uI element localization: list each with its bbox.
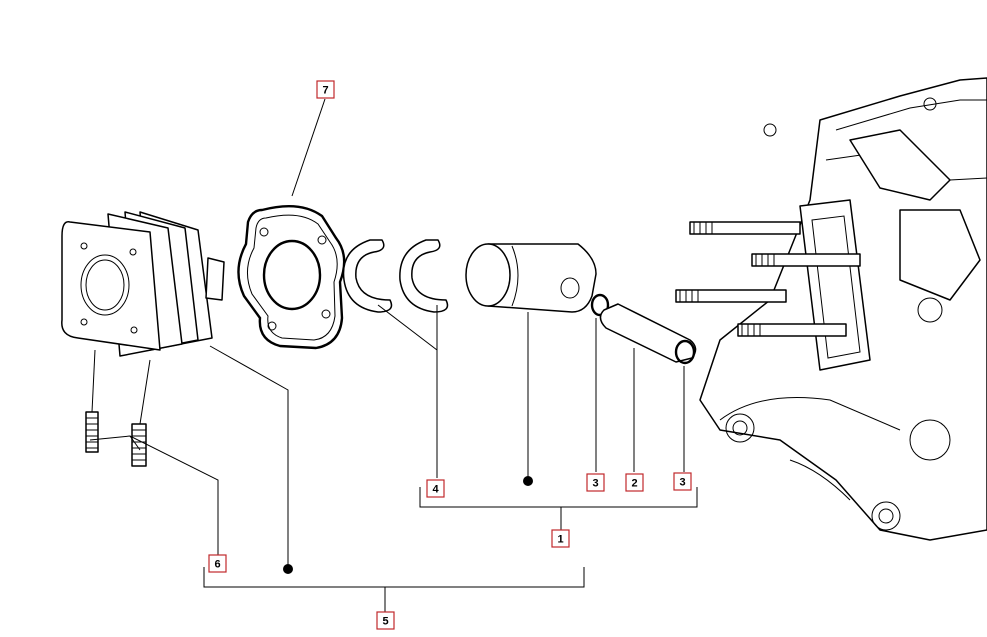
piston bbox=[465, 243, 597, 313]
cylinder bbox=[61, 211, 225, 357]
callout-2: 2 bbox=[625, 473, 644, 492]
callout-7: 7 bbox=[316, 80, 335, 99]
callout-4-label: 4 bbox=[432, 484, 439, 496]
crankcase-studs bbox=[675, 221, 861, 337]
callout-5: 5 bbox=[376, 611, 395, 630]
piston-pin-and-clips bbox=[590, 293, 697, 365]
callout-6-label: 6 bbox=[214, 559, 220, 571]
cylinder-studs bbox=[85, 411, 147, 467]
callout-7-label: 7 bbox=[322, 85, 328, 97]
callout-3-left-label: 3 bbox=[592, 478, 598, 490]
callout-4: 4 bbox=[426, 479, 445, 498]
leader-lines bbox=[89, 98, 698, 612]
piston-assembly-dot bbox=[523, 476, 533, 486]
callout-3-left: 3 bbox=[586, 473, 605, 492]
cylinder-gasket bbox=[237, 205, 346, 350]
callout-2-label: 2 bbox=[631, 478, 637, 490]
callout-5-label: 5 bbox=[382, 616, 388, 628]
callout-3-right: 3 bbox=[673, 472, 692, 491]
callout-6: 6 bbox=[208, 554, 227, 573]
callout-1: 1 bbox=[551, 529, 570, 548]
crankcase bbox=[699, 77, 987, 541]
callout-3-right-label: 3 bbox=[679, 477, 685, 489]
callout-1-label: 1 bbox=[557, 534, 563, 546]
piston-rings bbox=[342, 239, 449, 313]
cylinder-assembly-dot bbox=[283, 564, 293, 574]
